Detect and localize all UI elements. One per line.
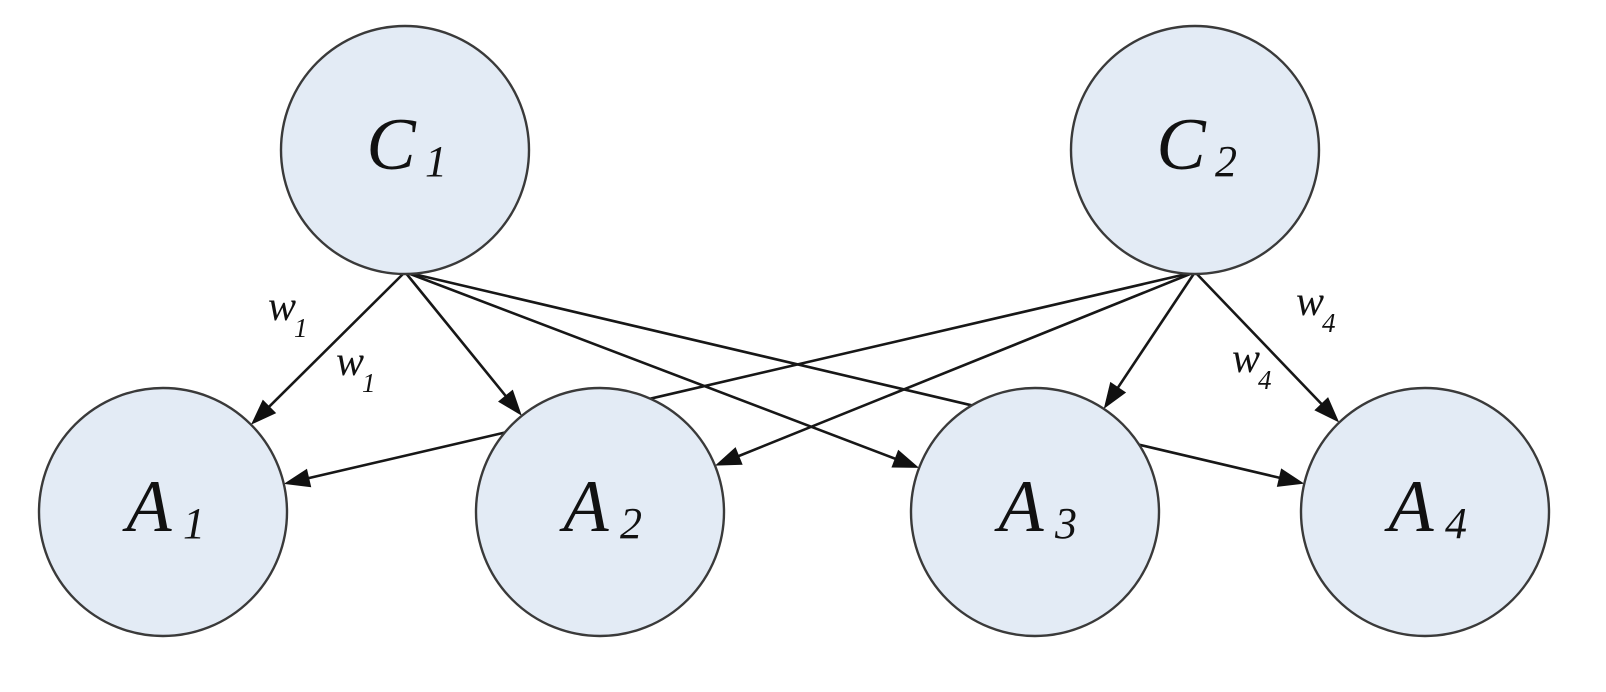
edge-line — [1194, 271, 1327, 409]
node-subscript-a3: 3 — [1054, 499, 1077, 548]
edge-c2-to-a2 — [733, 270, 1196, 460]
arrowhead-a4 — [1276, 468, 1305, 487]
node-label-a4: A — [1383, 466, 1434, 548]
edge-line — [264, 271, 406, 412]
weight-label-w4-upper: w4 — [1296, 279, 1336, 338]
weight-label-w1-upper: w1 — [268, 284, 308, 343]
arrowheads-layer — [251, 381, 1340, 488]
edge-line — [733, 270, 1196, 460]
weight-label-subscript: 4 — [1322, 308, 1336, 338]
edge-c2-to-a3 — [1113, 271, 1197, 393]
arrowhead-a2 — [498, 389, 522, 416]
arrowhead-a1 — [283, 468, 312, 488]
weight-label-base: w — [1232, 336, 1260, 382]
node-label-a2: A — [558, 466, 609, 548]
node-circle-a4[interactable] — [1299, 386, 1551, 638]
weight-label-w1-lower: w1 — [336, 339, 376, 398]
node-circle-a3[interactable] — [909, 386, 1161, 638]
edge-c1-to-a2 — [403, 271, 511, 402]
weight-label-subscript: 4 — [1258, 365, 1272, 395]
node-circle-c2[interactable] — [1069, 24, 1321, 276]
edges-layer — [264, 270, 1327, 481]
node-circle-a2[interactable] — [474, 386, 726, 638]
node-subscript-a2: 2 — [620, 499, 642, 548]
edge-line — [404, 270, 901, 462]
node-subscript-c1: 1 — [425, 137, 447, 186]
weight-label-w4-lower: w4 — [1232, 336, 1272, 395]
edge-line — [403, 271, 511, 402]
weight-label-subscript: 1 — [362, 368, 376, 398]
arrowhead-a2 — [714, 447, 743, 466]
edge-line — [302, 270, 1196, 481]
node-subscript-a1: 1 — [183, 499, 205, 548]
arrowhead-a3 — [1103, 381, 1127, 409]
node-subscript-a4: 4 — [1445, 499, 1467, 548]
arrowhead-a3 — [891, 449, 920, 468]
edge-c2-to-a1 — [302, 270, 1196, 481]
edge-c1-to-a1 — [264, 271, 406, 412]
edge-c2-to-a4 — [1194, 271, 1327, 409]
node-label-a1: A — [121, 466, 172, 548]
weight-label-base: w — [268, 284, 296, 330]
node-circle-a1[interactable] — [37, 386, 289, 638]
node-label-a3: A — [993, 466, 1044, 548]
edge-c1-to-a3 — [404, 270, 901, 462]
arrowhead-a4 — [1314, 397, 1340, 423]
edge-line — [1113, 271, 1197, 393]
node-label-c2: C — [1156, 104, 1207, 186]
weight-label-base: w — [1296, 279, 1324, 325]
node-subscript-c2: 2 — [1215, 137, 1237, 186]
weight-label-subscript: 1 — [294, 313, 308, 343]
weight-label-base: w — [336, 339, 364, 385]
arrowhead-a1 — [251, 399, 277, 425]
node-circle-c1[interactable] — [279, 24, 531, 276]
node-label-c1: C — [366, 104, 417, 186]
